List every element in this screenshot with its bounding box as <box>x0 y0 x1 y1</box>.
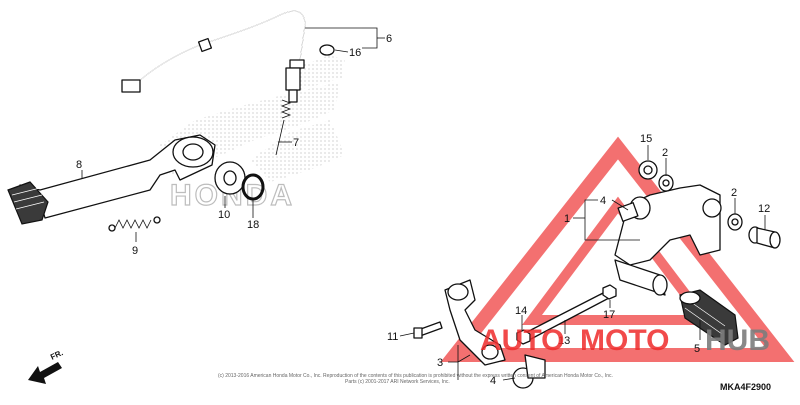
callout-2-right[interactable]: 2 <box>731 187 737 199</box>
callout-7[interactable]: 7 <box>293 137 299 149</box>
automotohub-watermark: AUTO MOTO HUB <box>480 324 770 357</box>
part-15-washer[interactable] <box>638 160 658 180</box>
callout-14[interactable]: 14 <box>515 305 527 317</box>
part-7-spring[interactable] <box>275 99 292 156</box>
part-6-stop-switch[interactable] <box>121 10 306 103</box>
callout-2-upper[interactable]: 2 <box>662 147 668 159</box>
front-direction-indicator: FR. <box>28 348 65 384</box>
leader-lines <box>81 27 766 381</box>
part-14-nut[interactable] <box>516 329 531 345</box>
part-5-rubber-step[interactable] <box>679 289 739 346</box>
part-16-clip[interactable] <box>319 44 335 56</box>
part-17-nut[interactable] <box>602 284 617 300</box>
callout-4-lower[interactable]: 4 <box>490 375 496 387</box>
callout-17[interactable]: 17 <box>603 309 615 321</box>
callout-18[interactable]: 18 <box>247 219 259 231</box>
honda-wing-watermark: HONDA <box>160 55 345 213</box>
part-12-pivot-bolt[interactable] <box>748 226 781 249</box>
callout-10[interactable]: 10 <box>218 209 230 221</box>
part-8-brake-pedal[interactable] <box>7 134 216 225</box>
part-9-return-spring[interactable] <box>108 216 161 232</box>
part-10-washer[interactable] <box>214 161 246 195</box>
callout-16[interactable]: 16 <box>349 47 361 59</box>
front-direction-label: FR. <box>49 348 64 362</box>
part-4-lower-joint[interactable] <box>512 354 546 389</box>
watermark-auto: AUTO <box>480 324 564 357</box>
front-arrow-icon <box>28 362 62 384</box>
callout-13[interactable]: 13 <box>558 335 570 347</box>
callout-9[interactable]: 9 <box>132 245 138 257</box>
diagram-code: MKA4F2900 <box>720 382 771 392</box>
callout-3[interactable]: 3 <box>437 357 443 369</box>
watermark-hub: HUB <box>705 324 770 357</box>
part-3-shift-arm[interactable] <box>444 279 506 366</box>
callout-8[interactable]: 8 <box>76 159 82 171</box>
copyright-line-2: Parts (c) 2001-2017 ARI Network Services… <box>345 379 450 385</box>
callout-12[interactable]: 12 <box>758 203 770 215</box>
copyright-line-1: (c) 2013-2016 American Honda Motor Co., … <box>218 373 613 379</box>
part-2-washer-right[interactable] <box>727 213 743 231</box>
callout-1[interactable]: 1 <box>564 213 570 225</box>
callout-labels: 6 16 7 8 9 10 18 15 2 4 1 2 12 14 17 11 … <box>76 33 770 387</box>
part-2-washer-upper[interactable] <box>658 174 674 192</box>
callout-11[interactable]: 11 <box>387 331 398 343</box>
callout-5[interactable]: 5 <box>694 343 700 355</box>
part-11-bolt[interactable] <box>413 321 443 339</box>
callout-6[interactable]: 6 <box>386 33 392 45</box>
watermark-moto: MOTO <box>580 324 669 357</box>
part-18-snap-ring[interactable] <box>241 173 265 201</box>
connector-icon <box>121 79 141 93</box>
callout-4-upper[interactable]: 4 <box>600 195 606 207</box>
callout-15[interactable]: 15 <box>640 133 652 145</box>
